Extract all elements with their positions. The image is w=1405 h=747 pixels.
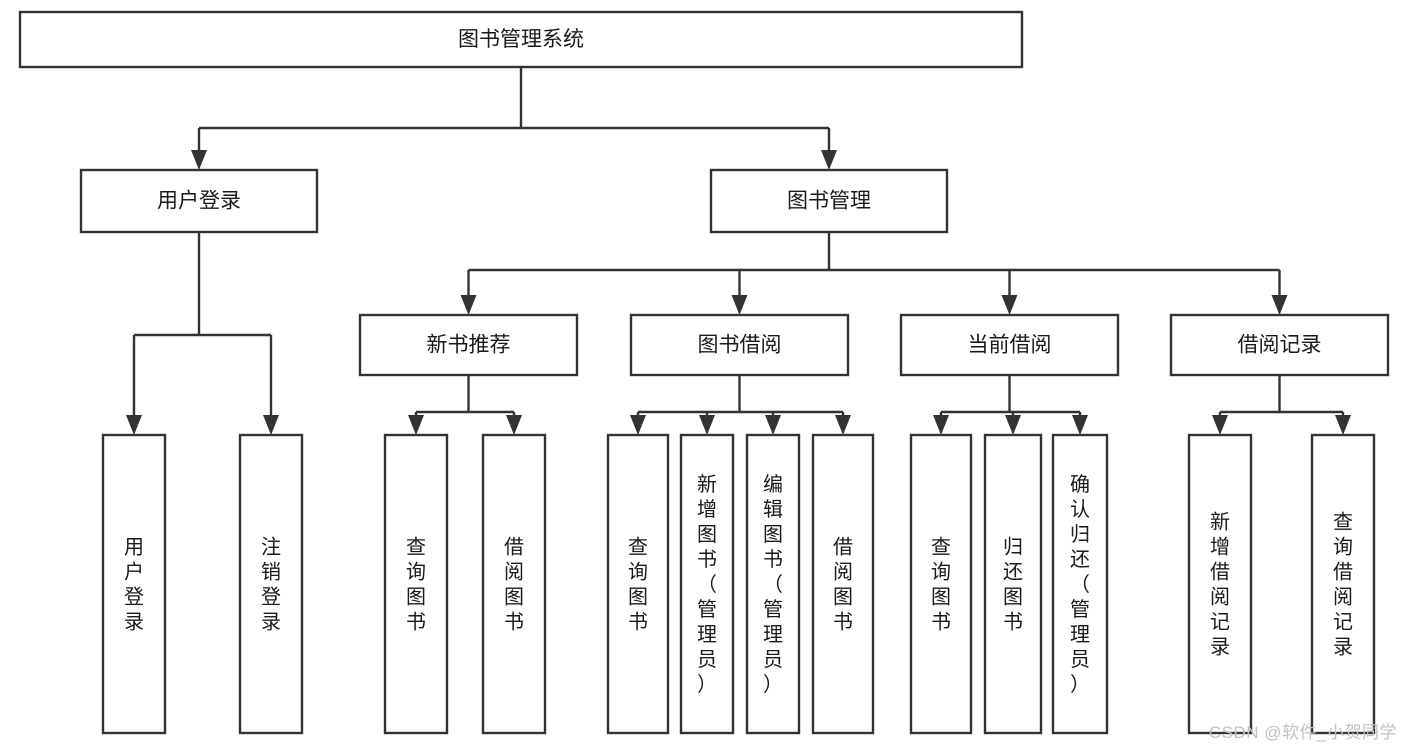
node-box bbox=[1187, 433, 1253, 735]
node-label: 查询图书 bbox=[406, 536, 426, 634]
node-leaf-11[interactable]: 新增借阅记录 bbox=[1187, 433, 1253, 735]
node-level3-2[interactable]: 当前借阅 bbox=[899, 313, 1120, 377]
arrow-head-icon bbox=[263, 415, 279, 435]
node-box bbox=[238, 433, 304, 735]
node-label: 图书借阅 bbox=[698, 334, 782, 357]
node-leaf-1[interactable]: 注销登录 bbox=[238, 433, 304, 735]
node-leaf-10[interactable]: 确认归还（管理员） bbox=[1051, 433, 1109, 735]
node-label: 归还图书 bbox=[1003, 536, 1023, 634]
node-label: 新书推荐 bbox=[427, 334, 511, 357]
node-label: 借阅记录 bbox=[1238, 334, 1322, 357]
node-label: 查询借阅记录 bbox=[1333, 511, 1353, 659]
arrow-head-icon bbox=[1212, 415, 1228, 435]
node-level3-0[interactable]: 新书推荐 bbox=[358, 313, 579, 377]
edges-layer bbox=[126, 67, 1351, 435]
node-label: 借阅图书 bbox=[833, 536, 853, 634]
node-label: 用户登录 bbox=[124, 537, 144, 634]
node-box bbox=[101, 433, 167, 735]
node-label: 新增图书（管理员） bbox=[697, 473, 717, 696]
node-level3-1[interactable]: 图书借阅 bbox=[629, 313, 850, 377]
arrow-head-icon bbox=[821, 150, 837, 170]
arrow-head-icon bbox=[630, 415, 646, 435]
arrow-head-icon bbox=[699, 415, 715, 435]
node-leaf-6[interactable]: 编辑图书（管理员） bbox=[745, 433, 801, 735]
node-box bbox=[709, 168, 949, 234]
node-label: 图书管理系统 bbox=[458, 28, 584, 51]
arrow-head-icon bbox=[1001, 295, 1018, 315]
arrow-head-icon bbox=[506, 415, 522, 435]
node-label: 借阅图书 bbox=[504, 536, 524, 634]
node-leaf-2[interactable]: 查询图书 bbox=[383, 433, 449, 735]
node-level2-1[interactable]: 图书管理 bbox=[709, 168, 949, 234]
node-box bbox=[909, 433, 973, 735]
node-box bbox=[1051, 433, 1109, 735]
arrow-head-icon bbox=[1072, 415, 1088, 435]
node-box bbox=[79, 168, 319, 234]
node-box bbox=[481, 433, 547, 735]
arrow-head-icon bbox=[933, 415, 949, 435]
node-label: 查询图书 bbox=[931, 536, 951, 634]
node-leaf-8[interactable]: 查询图书 bbox=[909, 433, 973, 735]
node-label: 用户登录 bbox=[157, 190, 241, 213]
node-box bbox=[358, 313, 579, 377]
node-box bbox=[679, 433, 735, 735]
arrow-head-icon bbox=[126, 415, 142, 435]
nodes-layer: 图书管理系统用户登录图书管理新书推荐图书借阅当前借阅借阅记录用户登录注销登录查询… bbox=[18, 10, 1390, 735]
node-label: 确认归还（管理员） bbox=[1070, 473, 1090, 696]
node-box bbox=[745, 433, 801, 735]
node-root-0[interactable]: 图书管理系统 bbox=[18, 10, 1024, 69]
node-box bbox=[1169, 313, 1390, 377]
node-label: 图书管理 bbox=[787, 190, 871, 213]
node-box bbox=[18, 10, 1024, 69]
node-leaf-12[interactable]: 查询借阅记录 bbox=[1310, 433, 1376, 735]
node-label: 编辑图书（管理员） bbox=[763, 473, 783, 696]
arrow-head-icon bbox=[765, 415, 781, 435]
node-level2-0[interactable]: 用户登录 bbox=[79, 168, 319, 234]
node-box bbox=[899, 313, 1120, 377]
node-box bbox=[606, 433, 670, 735]
arrow-head-icon bbox=[835, 415, 851, 435]
node-leaf-0[interactable]: 用户登录 bbox=[101, 433, 167, 735]
node-box bbox=[811, 433, 875, 735]
node-leaf-5[interactable]: 新增图书（管理员） bbox=[679, 433, 735, 735]
arrow-head-icon bbox=[731, 295, 748, 315]
arrow-head-icon bbox=[191, 150, 207, 170]
arrow-head-icon bbox=[1335, 415, 1351, 435]
node-label: 注销登录 bbox=[261, 536, 281, 634]
node-box bbox=[1310, 433, 1376, 735]
node-label: 新增借阅记录 bbox=[1210, 511, 1230, 659]
node-leaf-4[interactable]: 查询图书 bbox=[606, 433, 670, 735]
node-leaf-9[interactable]: 归还图书 bbox=[983, 433, 1043, 735]
node-label: 当前借阅 bbox=[968, 334, 1052, 357]
node-box bbox=[983, 433, 1043, 735]
arrow-head-icon bbox=[1005, 415, 1021, 435]
arrow-head-icon bbox=[460, 295, 477, 315]
node-leaf-3[interactable]: 借阅图书 bbox=[481, 433, 547, 735]
node-label: 查询图书 bbox=[628, 536, 648, 634]
node-level3-3[interactable]: 借阅记录 bbox=[1169, 313, 1390, 377]
node-leaf-7[interactable]: 借阅图书 bbox=[811, 433, 875, 735]
arrow-head-icon bbox=[1271, 295, 1288, 315]
node-box bbox=[629, 313, 850, 377]
arrow-head-icon bbox=[408, 415, 424, 435]
node-box bbox=[383, 433, 449, 735]
